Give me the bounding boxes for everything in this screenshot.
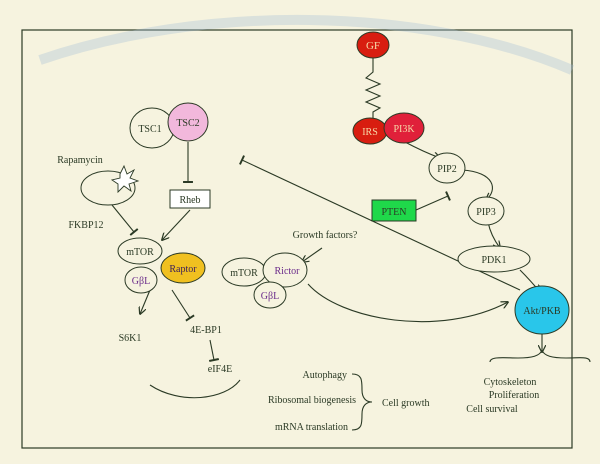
- pten-node: [371, 199, 417, 222]
- rheb-label: Rheb: [179, 195, 200, 206]
- diagram-frame: [21, 29, 573, 449]
- gbl1-label: GβL: [132, 276, 150, 287]
- gbl2-label: GβL: [261, 291, 279, 302]
- mtorc2-to-akt-arrow: [307, 283, 508, 323]
- akt-label: Akt/PKB: [523, 306, 561, 317]
- mtor1-label: mTOR: [126, 247, 154, 258]
- mtor1-node: [117, 237, 163, 265]
- growth-factors-label: Growth factors?: [293, 230, 358, 241]
- gf-node: [356, 31, 390, 59]
- raptor-node: [160, 252, 206, 284]
- cell-growth-label: Cell growth: [382, 398, 430, 409]
- 4ebp1-inhibits-eif4e-line: [208, 339, 220, 362]
- gbl2-node: [253, 281, 287, 309]
- eif4e-curve: [149, 379, 241, 399]
- pdk1-node: [457, 245, 531, 273]
- fkbp12-label: FKBP12: [68, 220, 103, 231]
- ribosomal-biogenesis-label: Ribosomal biogenesis: [268, 395, 356, 406]
- rictor-node: [262, 252, 308, 288]
- pi3k-label: PI3K: [393, 124, 415, 135]
- gf-to-mtorc2-arrow: [302, 247, 323, 262]
- proliferation-label: Proliferation: [489, 390, 540, 401]
- akt-node: [514, 285, 570, 335]
- pten-label: PTEN: [382, 207, 407, 218]
- mtor2-label: mTOR: [230, 268, 258, 279]
- autophagy-label: Autophagy: [303, 370, 347, 381]
- irs-label: IRS: [362, 127, 378, 138]
- cell-growth-brace: [351, 373, 373, 431]
- cell-survival-label: Cell survival: [466, 404, 518, 415]
- pip3-node: [467, 196, 505, 226]
- rapamycin-label: Rapamycin: [57, 155, 103, 166]
- akt-outputs-brace: [489, 348, 591, 363]
- rheb-to-mtor-arrow: [162, 209, 191, 240]
- mrna-translation-label: mRNA translation: [275, 422, 348, 433]
- s6k1-label: S6K1: [119, 333, 142, 344]
- rapamycin-inhibits-mtor-line: [111, 204, 139, 236]
- 4ebp1-label: 4E-BP1: [190, 325, 222, 336]
- tsc1-label: TSC1: [138, 124, 161, 135]
- tsc2-node: [167, 102, 209, 142]
- raptor-to-s6k1-arrow: [140, 289, 151, 314]
- eif4e-label: eIF4E: [208, 364, 232, 375]
- pten-inhibits-line: [415, 191, 451, 211]
- membrane-arc: [38, 14, 574, 75]
- rapamycin-star-icon: [110, 164, 140, 194]
- gbl1-node: [124, 266, 158, 294]
- pdk1-label: PDK1: [481, 255, 506, 266]
- pip2-node: [428, 152, 466, 184]
- cytoskeleton-label: Cytoskeleton: [484, 377, 537, 388]
- rheb-node: [169, 189, 211, 209]
- pi3k-node: [383, 112, 425, 144]
- pip2-label: PIP2: [437, 164, 456, 175]
- gf-receptor-line: [364, 58, 382, 118]
- gf-label: GF: [366, 40, 380, 52]
- rictor-label: Rictor: [275, 266, 301, 277]
- tsc2-label: TSC2: [176, 118, 199, 129]
- raptor-label: Raptor: [169, 264, 197, 275]
- pip3-label: PIP3: [476, 207, 495, 218]
- raptor-inhibits-4ebp1-line: [171, 289, 195, 322]
